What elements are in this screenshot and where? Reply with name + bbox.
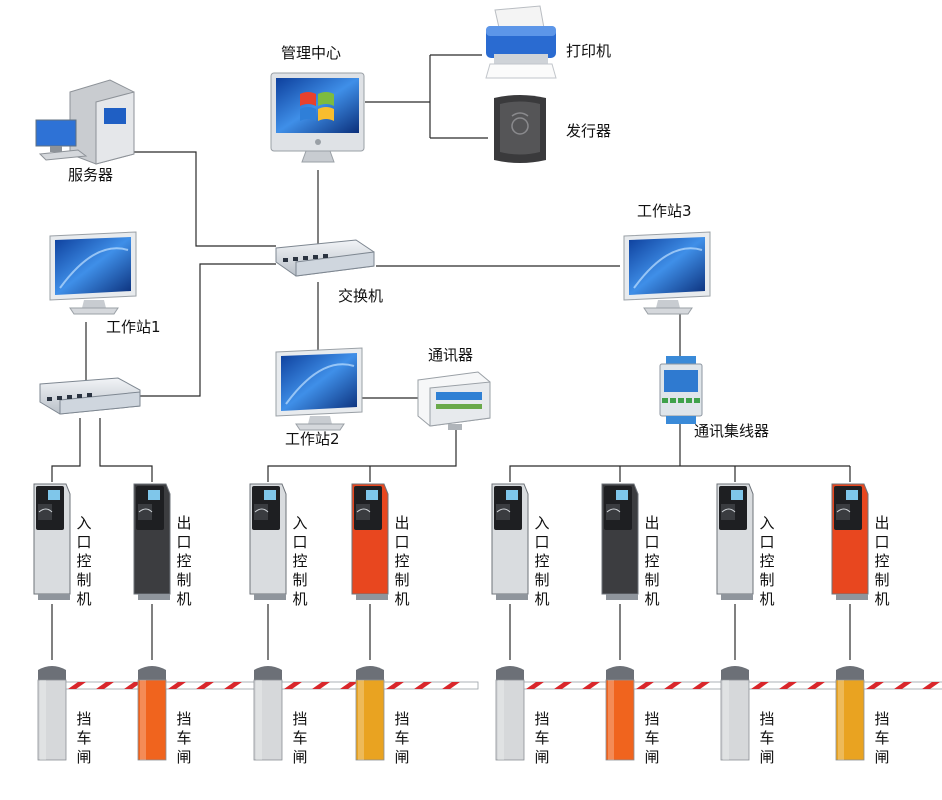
barrier-icon [720, 666, 844, 761]
link-communicator-gates [267, 428, 457, 482]
hub-icon [659, 356, 703, 424]
gate-unit [249, 483, 377, 761]
gate-unit [601, 483, 729, 761]
label-terminal: 出口控制机 [644, 514, 660, 608]
terminal-icon [133, 483, 171, 600]
label-terminal: 入口控制机 [759, 514, 775, 608]
terminal-icon [831, 483, 869, 600]
label-terminal: 出口控制机 [176, 514, 192, 608]
switch-icon-secondary [39, 377, 141, 415]
imac-icon [270, 72, 365, 163]
label-comm-hub: 通讯集线器 [694, 422, 770, 440]
barrier-icon [37, 666, 161, 761]
label-barrier: 挡车闸 [176, 710, 192, 766]
label-terminal: 出口控制机 [394, 514, 410, 608]
barrier-icon [253, 666, 377, 761]
link-switch-small-switch [140, 263, 276, 397]
label-switch: 交换机 [338, 287, 384, 305]
label-barrier: 挡车闸 [76, 710, 92, 766]
terminal-icon [601, 483, 639, 600]
monitor-icon-ws2 [275, 347, 363, 431]
label-barrier: 挡车闸 [644, 710, 660, 766]
label-workstation2: 工作站2 [285, 430, 340, 448]
label-terminal: 出口控制机 [874, 514, 890, 608]
barrier-icon [355, 666, 479, 761]
monitor-icon-ws3 [623, 231, 711, 315]
barrier-icon [495, 666, 619, 761]
gate-unit [133, 483, 261, 761]
label-terminal: 入口控制机 [76, 514, 92, 608]
link-hub-gates [509, 424, 851, 482]
converter-icon [417, 371, 491, 430]
monitor-icon-ws1 [49, 231, 137, 315]
label-barrier: 挡车闸 [874, 710, 890, 766]
gate-unit [491, 483, 619, 761]
gates-layer [33, 483, 942, 761]
gate-unit [831, 483, 942, 761]
label-workstation3: 工作站3 [637, 202, 692, 220]
terminal-icon [351, 483, 389, 600]
terminal-icon [249, 483, 287, 600]
server-icon [35, 79, 135, 165]
label-workstation1: 工作站1 [106, 318, 161, 336]
printer-icon [485, 5, 557, 79]
label-communicator: 通讯器 [428, 346, 474, 364]
connection-lines [51, 54, 851, 482]
link-center-peripherals [365, 54, 488, 139]
label-terminal: 入口控制机 [534, 514, 550, 608]
barrier-icon [605, 666, 729, 761]
label-card-issuer: 发行器 [566, 122, 612, 140]
card-reader-icon [494, 95, 546, 163]
barrier-icon [137, 666, 261, 761]
label-management-center: 管理中心 [281, 44, 342, 62]
link-server-switch [133, 151, 276, 247]
terminal-icon [491, 483, 529, 600]
label-terminal: 入口控制机 [292, 514, 308, 608]
terminal-icon [716, 483, 754, 600]
label-barrier: 挡车闸 [759, 710, 775, 766]
gate-unit [33, 483, 161, 761]
gate-unit [351, 483, 479, 761]
label-barrier: 挡车闸 [292, 710, 308, 766]
gate-unit [716, 483, 844, 761]
barrier-icon [835, 666, 942, 761]
switch-icon [275, 239, 375, 277]
link-small-switch-gates [51, 418, 153, 482]
label-printer: 打印机 [566, 42, 612, 60]
label-barrier: 挡车闸 [394, 710, 410, 766]
label-barrier: 挡车闸 [534, 710, 550, 766]
label-server: 服务器 [68, 166, 114, 184]
terminal-icon [33, 483, 71, 600]
